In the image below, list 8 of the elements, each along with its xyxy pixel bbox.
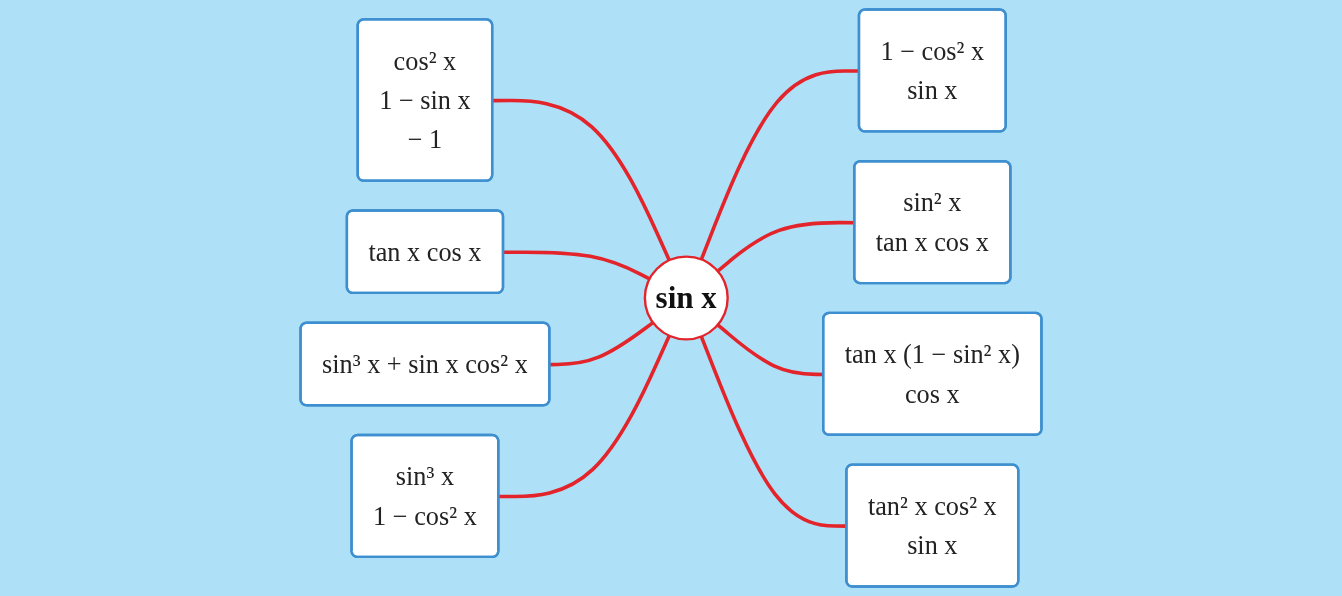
connector (492, 98, 671, 261)
connector (716, 323, 824, 377)
connector (498, 335, 671, 499)
connector (699, 335, 847, 528)
node-circle: sin x (643, 255, 729, 341)
connector (716, 220, 855, 273)
connector (503, 250, 651, 281)
connector (549, 321, 655, 367)
